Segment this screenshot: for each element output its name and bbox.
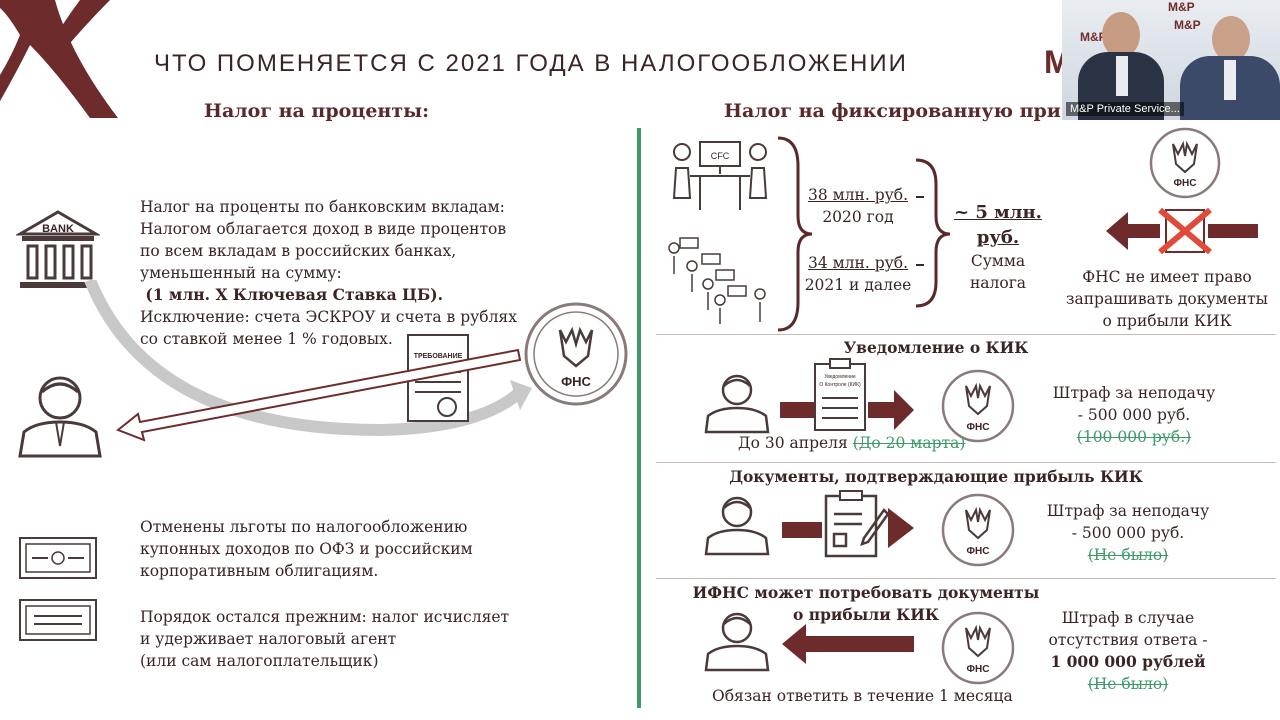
video-logo-top: M&P [1168, 0, 1195, 14]
arrow-head-icon [888, 508, 914, 548]
bank-label: BANK [42, 223, 74, 235]
video-logo-left: M&P [1080, 30, 1107, 44]
notification-document-icon: Уведомление О Контроле (КИК) [814, 358, 866, 431]
amount-2020: 38 млн. руб. 2020 год [807, 186, 909, 226]
text-line: (1 млн. Х Ключевая Ставка ЦБ). [140, 285, 443, 304]
fns-label: ФНС [967, 664, 990, 675]
slide-title: ЧТО ПОМЕНЯЕТСЯ С 2021 ГОДА В НАЛОГООБЛОЖ… [154, 50, 908, 77]
documents-edit-icon [824, 490, 890, 558]
person-icon [704, 496, 770, 556]
fns-label: ФНС [1174, 178, 1197, 189]
text-line: корпоративным облигациям. [140, 562, 379, 580]
left-paragraph-3: Порядок остался прежним: налог исчисляет… [140, 606, 520, 672]
section-divider [656, 462, 1276, 463]
text-line: (или сам налогоплательщик) [140, 652, 379, 670]
bond-certificate-icon-2 [19, 599, 97, 641]
fns-label: ФНС [967, 546, 990, 557]
video-preview[interactable]: M&P M&P M&P M&P Private Service... [1062, 0, 1280, 120]
left-heading: Налог на проценты: [204, 100, 430, 122]
arrow-right-bar [782, 522, 822, 538]
section-divider [656, 334, 1276, 335]
fns-emblem: ФНС [941, 493, 1015, 567]
text-line: Налог на проценты по банковским вкладам: [140, 198, 505, 216]
cfc-multi-desk-icon [668, 237, 766, 324]
fns-to-person-arrow [116, 348, 522, 442]
text-line: Исключение: счета ЭСКРОУ и счета в рубля… [140, 308, 517, 326]
response-deadline: Обязан ответить в течение 1 месяца [712, 687, 1013, 705]
dash [916, 264, 924, 266]
person-icon [704, 374, 770, 434]
brand-x-mark [0, 0, 118, 118]
requirement-label: ТРЕБОВАНИЕ [414, 353, 463, 360]
doc-head: Уведомление [824, 374, 856, 380]
arrow-left-icon [782, 624, 914, 664]
cfc-desk-icon: CFC [672, 141, 768, 210]
doc-text: О Контроле (КИК) [819, 382, 861, 388]
brace-right [915, 158, 951, 308]
section-divider [656, 578, 1276, 579]
speaker-2-shirt [1224, 60, 1236, 100]
left-paragraph-1: Налог на проценты по банковским вкладам:… [140, 196, 520, 350]
request-fine: Штраф в случае отсутствия ответа - 1 000… [1048, 609, 1208, 693]
section-documents-title: Документы, подтверждающие прибыль КИК [729, 467, 1143, 486]
fns-emblem-top: ФНС [1149, 127, 1221, 199]
fns-emblem: ФНС [941, 369, 1015, 443]
curved-flow-arrow [84, 280, 532, 437]
section-notification-title: Уведомление о КИК [843, 338, 1029, 357]
column-divider [637, 128, 641, 708]
text-line: купонных доходов по ОФЗ и российским [140, 540, 473, 558]
total-tax: ~ 5 млн. руб. Сумма налога [954, 202, 1042, 292]
cfc-label: CFC [711, 151, 730, 161]
video-caption: M&P Private Service... [1066, 102, 1184, 116]
right-heading: Налог на фиксированную при [724, 100, 1061, 122]
arrow-right-bar [780, 402, 816, 418]
dash [916, 196, 924, 198]
person-icon [704, 612, 770, 672]
person-icon [18, 376, 102, 458]
notification-fine: Штраф за неподачу - 500 000 руб. (100 00… [1052, 384, 1216, 446]
text-line: Отменены льготы по налогообложению [140, 518, 468, 536]
fns-label: ФНС [561, 374, 591, 389]
bond-certificate-icon [19, 537, 97, 579]
blocked-documents-arrow [1106, 207, 1258, 255]
section-request-title: ИФНС может потребовать документы о прибы… [692, 583, 1040, 624]
fns-emblem: ФНС [941, 611, 1015, 685]
text-line: Налогом облагается доход в виде проценто… [140, 220, 507, 238]
notification-deadline: До 30 апреля (До 20 марта) [738, 434, 966, 452]
text-line: Порядок остался прежним: налог исчисляет [140, 608, 510, 626]
bank-icon: BANK [16, 210, 100, 288]
fns-no-right-text: ФНС не имеет право запрашивать документы… [1066, 268, 1268, 330]
left-paragraph-2: Отменены льготы по налогообложению купон… [140, 516, 520, 582]
documents-fine: Штраф за неподачу - 500 000 руб. (Не был… [1046, 502, 1210, 564]
fns-emblem-left: ФНС [524, 302, 628, 406]
arrow-right-icon [868, 390, 914, 430]
amount-2021: 34 млн. руб. 2021 и далее [804, 254, 912, 294]
text-line: уменьшенный на сумму: [140, 264, 342, 282]
text-line: и удерживает налоговый агент [140, 630, 397, 648]
speaker-1-head [1102, 12, 1140, 58]
video-logo-center: M&P [1174, 18, 1201, 32]
fns-label: ФНС [967, 422, 990, 433]
text-line: со ставкой менее 1 % годовых. [140, 330, 393, 348]
speaker-1-shirt [1116, 56, 1128, 96]
brace-left [777, 136, 813, 332]
speaker-2-head [1212, 16, 1250, 62]
text-line: по всем вкладам в российских банках, [140, 242, 457, 260]
